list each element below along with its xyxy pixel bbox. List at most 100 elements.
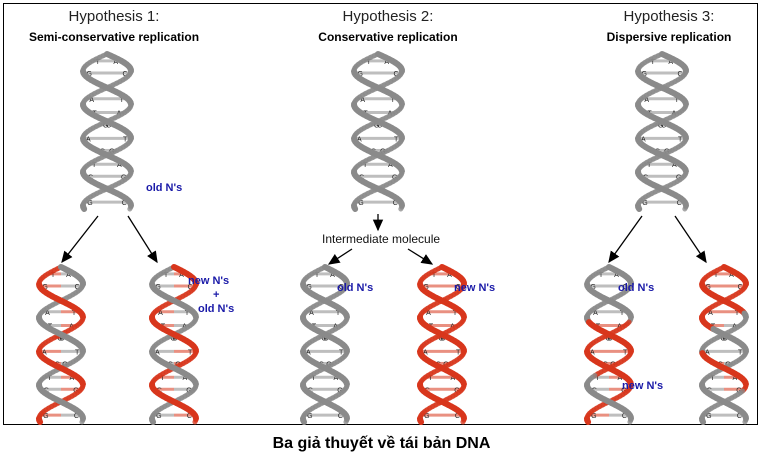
svg-text:C: C [738, 284, 743, 291]
svg-text:G: G [87, 200, 92, 207]
hypothesis-2-number: Hypothesis 2: [342, 8, 434, 25]
svg-text:T: T [363, 162, 368, 169]
svg-text:C: C [678, 71, 683, 78]
svg-text:C: C [661, 123, 666, 130]
svg-text:C: C [394, 71, 399, 78]
arrow-h3-right [674, 215, 707, 264]
svg-text:T: T [339, 349, 344, 356]
svg-text:A: A [729, 272, 734, 279]
svg-text:A: A [330, 272, 335, 279]
svg-text:A: A [590, 349, 595, 356]
svg-text:A: A [360, 97, 365, 104]
label-plus-h1: + [213, 289, 220, 301]
svg-text:T: T [336, 310, 341, 317]
svg-text:T: T [311, 375, 316, 382]
dna-helix-h2-parent: TAGCATTAGCATCGTACGGC [351, 51, 405, 212]
label-new-ns-h1: new N's [188, 275, 230, 287]
figure-frame: TAGCATTAGCATCGTACGGCTAGCATTAGCATCGTACGGC… [3, 3, 758, 425]
svg-text:T: T [51, 272, 56, 279]
svg-text:C: C [324, 336, 329, 343]
svg-text:A: A [593, 310, 598, 317]
svg-text:T: T [456, 349, 461, 356]
label-old-ns-h1-parent: old N's [146, 182, 183, 194]
label-new-ns-h2: new N's [454, 282, 496, 294]
arrow-h1-right [127, 215, 158, 264]
svg-text:A: A [708, 310, 713, 317]
svg-text:T: T [738, 349, 743, 356]
svg-text:A: A [117, 162, 122, 169]
svg-text:G: G [720, 336, 725, 343]
svg-text:A: A [89, 97, 94, 104]
svg-text:C: C [339, 284, 344, 291]
svg-text:A: A [618, 375, 623, 382]
svg-text:G: G [170, 336, 175, 343]
svg-text:T: T [710, 375, 715, 382]
dna-helix-h1-parent: TAGCATTAGCATCGTACGGC [80, 51, 134, 212]
figure-caption: Ba giả thuyết về tái bản DNA [272, 435, 491, 452]
dna-helix-h3-daughter-2: TAGCATTAGCATCGTACGGC [699, 264, 749, 425]
svg-text:A: A [641, 136, 646, 143]
arrow-h3-left [608, 215, 643, 264]
dna-helix-h1-daughter-2: TAGCATTAGCATCGTACGGC [149, 264, 199, 425]
hypothesis-3-heading: Hypothesis 3: Dispersive replication [549, 8, 763, 44]
svg-text:A: A [447, 272, 452, 279]
svg-text:A: A [614, 272, 619, 279]
svg-text:T: T [714, 272, 719, 279]
svg-text:G: G [590, 284, 595, 291]
svg-text:C: C [74, 413, 79, 420]
svg-text:T: T [675, 97, 680, 104]
hypothesis-2-heading: Hypothesis 2: Conservative replication [268, 8, 508, 44]
svg-text:C: C [75, 284, 80, 291]
svg-text:A: A [86, 136, 91, 143]
svg-text:T: T [735, 310, 740, 317]
svg-text:G: G [438, 336, 443, 343]
svg-text:G: G [642, 200, 647, 207]
svg-text:A: A [113, 59, 118, 66]
svg-text:T: T [394, 136, 399, 143]
svg-text:C: C [123, 71, 128, 78]
svg-text:T: T [92, 162, 97, 169]
svg-text:A: A [426, 310, 431, 317]
svg-text:C: C [187, 413, 192, 420]
label-old-ns-h3: old N's [618, 282, 655, 294]
svg-text:T: T [75, 349, 80, 356]
svg-text:A: A [644, 97, 649, 104]
svg-text:G: G [57, 336, 62, 343]
svg-text:A: A [357, 136, 362, 143]
svg-text:A: A [334, 375, 339, 382]
svg-text:A: A [45, 310, 50, 317]
svg-text:G: G [156, 413, 161, 420]
svg-text:T: T [623, 349, 628, 356]
svg-text:T: T [391, 97, 396, 104]
svg-text:T: T [599, 272, 604, 279]
arrow-h1-left [61, 215, 99, 264]
hypothesis-2-name: Conservative replication [318, 30, 458, 44]
dna-helix-illustration: TAGCATTAGCATCGTACGGCTAGCATTAGCATCGTACGGC… [36, 51, 749, 425]
label-old-ns-h1: old N's [198, 303, 235, 315]
hypothesis-3-name: Dispersive replication [606, 30, 732, 44]
svg-text:T: T [453, 310, 458, 317]
label-intermediate-molecule: Intermediate molecule [322, 232, 441, 246]
svg-text:G: G [591, 413, 596, 420]
svg-text:G: G [605, 336, 610, 343]
svg-text:G: G [155, 284, 160, 291]
svg-text:A: A [158, 310, 163, 317]
svg-text:C: C [441, 336, 446, 343]
svg-text:C: C [188, 284, 193, 291]
svg-text:T: T [367, 59, 372, 66]
svg-text:T: T [164, 272, 169, 279]
svg-text:T: T [428, 375, 433, 382]
svg-text:T: T [620, 310, 625, 317]
svg-text:G: G [641, 71, 646, 78]
svg-text:G: G [705, 284, 710, 291]
dna-helix-h3-parent: TAGCATTAGCATCGTACGGC [635, 51, 689, 212]
svg-text:C: C [608, 336, 613, 343]
svg-text:G: G [374, 123, 379, 130]
svg-text:T: T [160, 375, 165, 382]
svg-text:A: A [183, 375, 188, 382]
label-new-ns-h3: new N's [622, 380, 664, 392]
hypothesis-1-name: Semi-conservative replication [28, 30, 200, 44]
svg-text:A: A [66, 272, 71, 279]
svg-text:C: C [122, 200, 127, 207]
dna-helix-h3-daughter-1: TAGCATTAGCATCGTACGGC [584, 264, 634, 425]
